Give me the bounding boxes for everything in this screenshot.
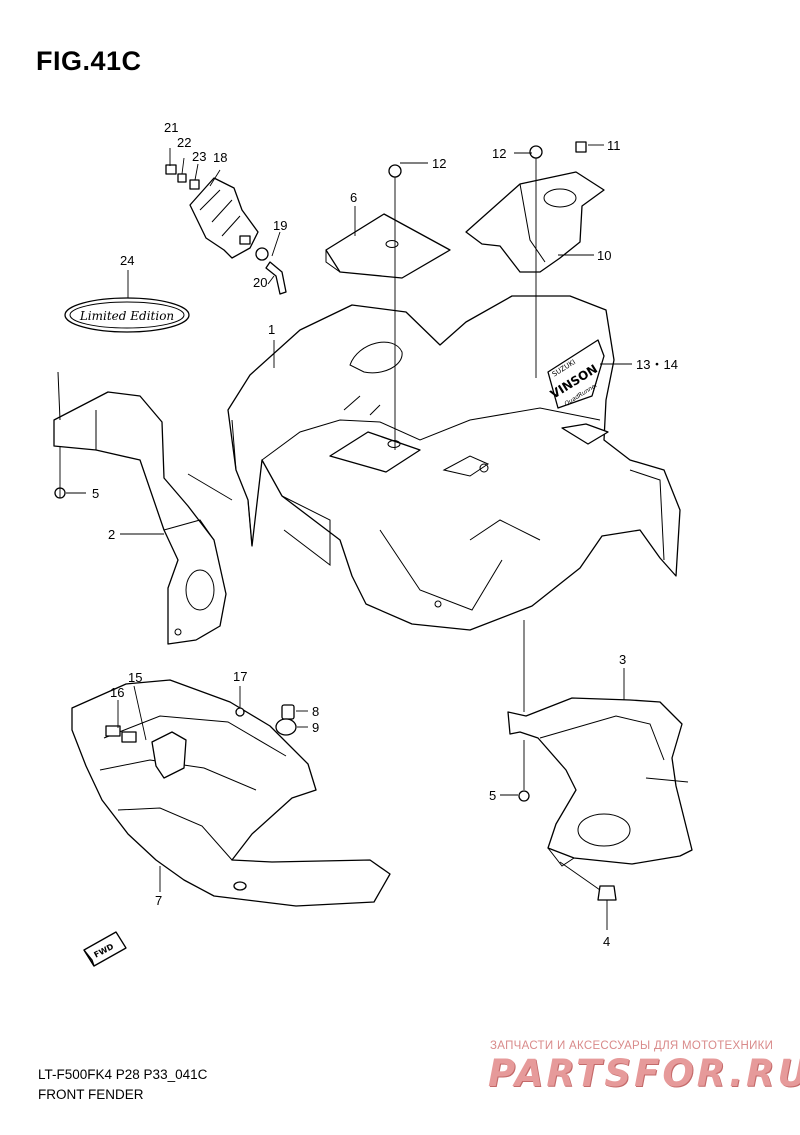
- callout-15: 15: [128, 670, 142, 685]
- emblem-text: Limited Edition: [79, 309, 174, 323]
- callout-10: 10: [597, 248, 611, 263]
- watermark-logo: PARTSFOR.RU: [488, 1052, 800, 1095]
- callout-12-center: 12: [432, 156, 446, 171]
- callout-12-right: 12: [492, 146, 506, 161]
- callout-8: 8: [312, 704, 319, 719]
- callout-3: 3: [619, 652, 626, 667]
- callout-24: 24: [120, 253, 134, 268]
- callout-16: 16: [110, 685, 124, 700]
- callout-22: 22: [177, 135, 191, 150]
- screws[interactable]: [54, 487, 617, 901]
- callout-23: 23: [192, 149, 206, 164]
- section-name: FRONT FENDER: [38, 1087, 144, 1102]
- callout-2: 2: [108, 527, 115, 542]
- callout-4: 4: [603, 934, 610, 949]
- part-24-emblem[interactable]: Limited Edition: [64, 297, 190, 333]
- part-2-inner-panel-left[interactable]: [53, 371, 227, 645]
- fwd-direction-marker: FWD: [83, 931, 127, 967]
- leader-lines: [59, 144, 632, 930]
- watermark-tagline: ЗАПЧАСТИ И АКСЕССУАРЫ ДЛЯ МОТОТЕХНИКИ: [490, 1040, 774, 1052]
- part-6-cover-lid[interactable]: [325, 164, 451, 279]
- callout-6: 6: [350, 190, 357, 205]
- callout-18: 18: [213, 150, 227, 165]
- callout-17: 17: [233, 669, 247, 684]
- part-10-upper-panel[interactable]: [465, 141, 605, 273]
- small-parts-8-9-17[interactable]: [235, 704, 297, 736]
- callout-9: 9: [312, 720, 319, 735]
- callout-20: 20: [253, 275, 267, 290]
- callout-7: 7: [155, 893, 162, 908]
- part-3-inner-panel-right[interactable]: [507, 697, 693, 867]
- callout-21: 21: [164, 120, 178, 135]
- callout-19: 19: [273, 218, 287, 233]
- callout-1: 1: [268, 322, 275, 337]
- part-18-bracket[interactable]: [189, 177, 259, 259]
- callout-13-14: 13・14: [636, 357, 678, 372]
- callout-5-right: 5: [489, 788, 496, 803]
- callout-11: 11: [607, 138, 621, 153]
- figure-title: FIG.41C: [36, 46, 142, 76]
- callout-labels: 21 22 23 18 19 20 24 6 12 12 11 10 13・14…: [92, 120, 678, 949]
- callout-5-left: 5: [92, 486, 99, 501]
- model-code: LT-F500FK4 P28 P33_041C: [38, 1067, 208, 1082]
- part-7-front-guard[interactable]: [71, 679, 391, 907]
- part-13-14-decal[interactable]: VINSON SUZUKI QuadRunner: [547, 339, 605, 409]
- part-19-20-clip[interactable]: [255, 247, 287, 295]
- part-1-front-fender[interactable]: [227, 295, 681, 631]
